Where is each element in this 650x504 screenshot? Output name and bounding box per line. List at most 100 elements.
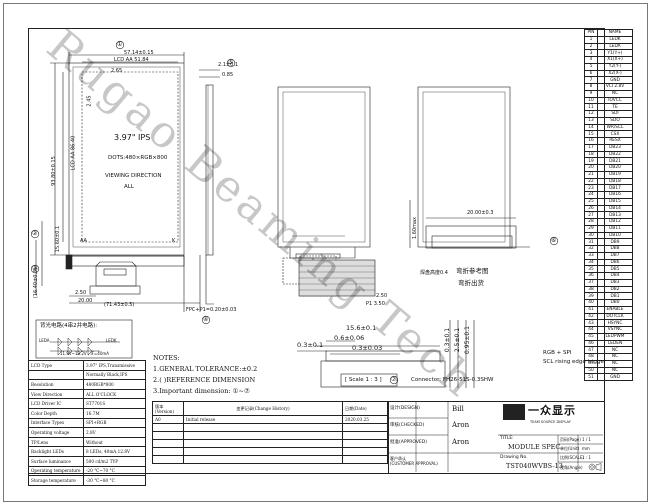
pin-name: SDO: [597, 116, 633, 125]
spec-value: Without: [83, 436, 146, 448]
pin-name: DB10: [597, 231, 633, 240]
pin-name: CSX: [597, 130, 633, 138]
pin-name: DB5: [597, 265, 633, 273]
spec-value: 480RGB*800: [83, 379, 146, 390]
spec-key: [28, 369, 84, 381]
pin-name: VSYNC: [597, 326, 633, 334]
pin-name: DB14: [597, 204, 633, 213]
customer-label: 客户承认 (CUSTOMER APPROVAL): [390, 456, 438, 466]
pin-number: 38: [584, 285, 598, 294]
outer-frame: [3, 3, 648, 502]
rev-header-date: 日期(Date): [342, 401, 388, 416]
pin-number: 27: [584, 211, 598, 219]
size-text: 3.97" IPS: [114, 133, 151, 142]
drawing-label: Drawing No.: [500, 455, 528, 460]
pin-number: 30: [584, 231, 598, 240]
company-logo: [503, 404, 525, 420]
pin-number: 47: [584, 346, 598, 354]
spec-row: Operating temperature-20 °C~70 °C: [28, 465, 146, 477]
pin-name: HSYNC: [597, 319, 633, 327]
view-dir-1: VIEWING DIRECTION: [105, 173, 162, 179]
pin-number: 11: [584, 103, 598, 111]
pin-number: 42: [584, 312, 598, 321]
pin-number: 40: [584, 299, 598, 307]
dim-top-aa: LCD AA 51.84: [114, 57, 149, 63]
dim-fpc-width: 15.60±0.1: [55, 225, 62, 253]
pin-number: 29: [584, 224, 598, 233]
backlight-title: 背光电路(4串2并电路):: [40, 323, 98, 329]
dim-left-aa: LCD AA 86.40: [70, 135, 77, 171]
pin-name: DB22: [597, 150, 633, 159]
spec-value: -30 °C~80 °C: [83, 475, 146, 486]
pin-name: LEDA: [597, 42, 633, 51]
drawing-value: TST040WVBS-13: [506, 462, 563, 470]
marker-5: ⑤: [228, 59, 234, 66]
dim-fpc-pitch-total: FPC+P1=0.20±0.03: [186, 307, 237, 313]
conn-dim-v1: 0.3±0.1: [444, 327, 452, 353]
name-header: NAME: [597, 29, 633, 37]
pin-number: 3: [584, 49, 598, 57]
rear-dim-pitch: P1 3.50: [366, 301, 385, 307]
pin-number: 33: [584, 251, 598, 260]
pin-number: 24: [584, 191, 598, 199]
pin-name: VCI 2.8V: [597, 83, 633, 91]
pin-number: 6: [584, 69, 598, 78]
pin-name: IOVCC: [597, 96, 633, 105]
pin-name: X2(X-): [597, 69, 633, 78]
pin-number: 19: [584, 157, 598, 165]
spec-value: 3.97" IPS,Transmissive: [83, 360, 146, 371]
dim-fpc-total: (16.40±0.3): [33, 267, 40, 299]
revision-table: 版本 (Version) 变更记录(Change History) 日期(Dat…: [152, 401, 388, 464]
scale-value: 1 : 1: [582, 455, 591, 460]
pin-name: WR/SCL: [597, 123, 633, 132]
spec-key: Operating temperature: [28, 465, 84, 477]
pin-number: 51: [584, 373, 598, 381]
pin-number: 12: [584, 110, 598, 118]
pin-number: 21: [584, 170, 598, 179]
dim-top-outer: 57.14±0.15: [124, 50, 154, 56]
pin-name: LEDPWM: [597, 332, 633, 341]
page-value: 1 / 1: [582, 437, 591, 442]
backlight-note: 11.9V~13.2V , IF=40mA: [60, 351, 110, 356]
pin-name: DB4: [597, 272, 633, 280]
marker-2: ②: [32, 230, 38, 237]
rev-header-ver: 版本 (Version): [152, 401, 184, 416]
marker-3: ③: [32, 265, 38, 272]
pin-name: DB11: [597, 224, 633, 233]
pin-number: 10: [584, 96, 598, 105]
design-value: Bill: [452, 405, 464, 413]
pin-name: DB18: [597, 177, 633, 186]
pin-name: DB2: [597, 285, 633, 294]
interface-line1: RGB + SPI: [543, 350, 572, 356]
notes-title: NOTES:: [153, 354, 180, 362]
projection-symbol: [588, 463, 602, 471]
side-dim-small: 0.85: [222, 72, 234, 78]
pin-name: NC: [597, 366, 633, 375]
